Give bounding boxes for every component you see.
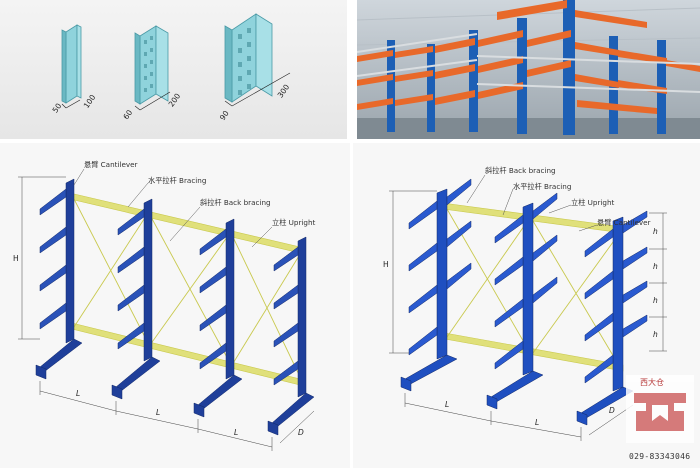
label-back-bracing: 斜拉杆 Back bracing xyxy=(200,198,271,207)
profile-medium: 60 200 xyxy=(121,25,183,121)
length-label: L xyxy=(445,400,449,409)
label-upright: 立柱 Upright xyxy=(571,198,615,207)
label-upright: 立柱 Upright xyxy=(272,218,316,227)
profile-width-label: 50 xyxy=(51,101,64,114)
label-back-bracing: 斜拉杆 Back bracing xyxy=(485,166,556,175)
label-bracing: 水平拉杆 Bracing xyxy=(513,182,571,191)
length-label: L xyxy=(76,389,80,398)
profile-large: 90 300 xyxy=(218,13,292,122)
label-cantilever: 悬臂 Cantilever xyxy=(84,160,138,169)
warehouse-photo xyxy=(357,0,700,139)
profile-width-label: 60 xyxy=(121,108,134,121)
logo-text: 西大仓 xyxy=(640,378,664,387)
height-label: H xyxy=(383,260,389,269)
label-cantilever: 悬臂 Cantilever xyxy=(597,218,651,227)
pitch-label: h xyxy=(653,262,658,271)
profile-width-label: 90 xyxy=(218,109,231,122)
length-label: L xyxy=(156,408,160,417)
pitch-label: h xyxy=(653,330,658,339)
length-label: L xyxy=(234,428,238,437)
profile-depth-label: 200 xyxy=(167,91,183,108)
profile-sections-panel: 50 100 60 200 xyxy=(0,0,347,139)
depth-label: D xyxy=(298,428,304,437)
phone-number: 029-83343046 xyxy=(629,452,691,461)
height-label: H xyxy=(13,254,19,263)
label-bracing: 水平拉杆 Bracing xyxy=(148,176,206,185)
pitch-label: h xyxy=(653,227,658,236)
profile-depth-label: 100 xyxy=(82,93,98,110)
length-label: L xyxy=(535,418,539,427)
pitch-label: h xyxy=(653,296,658,305)
profile-small: 50 100 xyxy=(51,24,98,115)
company-logo xyxy=(626,375,694,443)
single-sided-rack-diagram: 悬臂 Cantilever 水平拉杆 Bracing 斜拉杆 Back brac… xyxy=(0,143,350,468)
depth-label: D xyxy=(609,406,615,415)
profile-depth-label: 300 xyxy=(276,82,292,99)
